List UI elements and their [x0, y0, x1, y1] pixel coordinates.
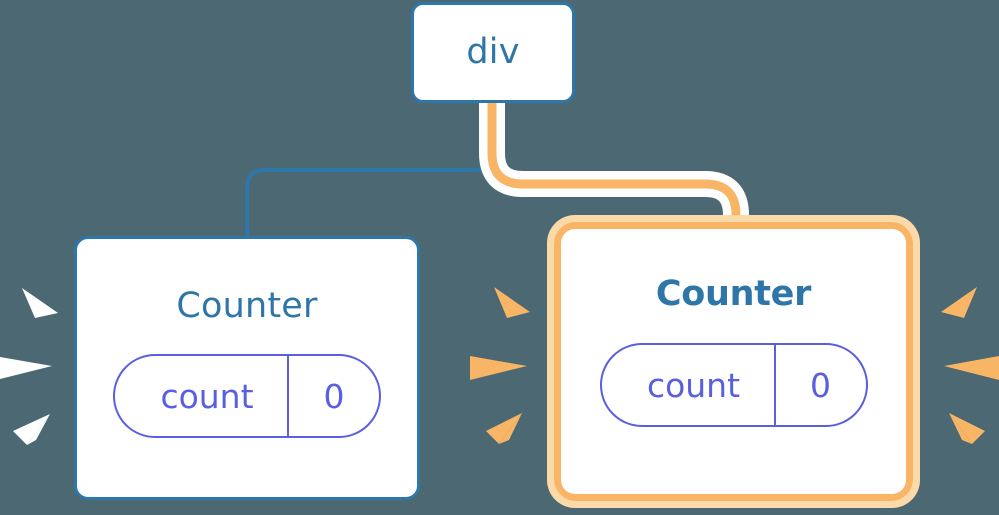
node-counter-right-label: Counter	[655, 274, 812, 314]
burst-right-of-left-counter-icon	[470, 287, 530, 444]
state-key-right: count	[646, 365, 741, 405]
state-key-left: count	[160, 376, 254, 416]
burst-right-of-right-counter-icon	[941, 287, 999, 444]
node-counter-right[interactable]: Counter count 0	[561, 229, 906, 494]
node-div[interactable]: div	[411, 2, 575, 103]
node-div-label: div	[466, 32, 520, 72]
edge-root-to-right-counter	[487, 103, 741, 232]
edge-root-to-right-counter-halo	[479, 103, 749, 232]
burst-left-of-left-counter-icon	[0, 288, 58, 445]
edge-root-to-left-counter	[245, 103, 494, 236]
node-counter-left-label: Counter	[176, 286, 318, 326]
node-counter-left[interactable]: Counter count 0	[74, 236, 420, 500]
state-value-right: 0	[773, 345, 866, 425]
state-pill-left[interactable]: count 0	[113, 354, 381, 438]
state-value-left: 0	[287, 356, 379, 436]
state-pill-right[interactable]: count 0	[599, 343, 868, 427]
